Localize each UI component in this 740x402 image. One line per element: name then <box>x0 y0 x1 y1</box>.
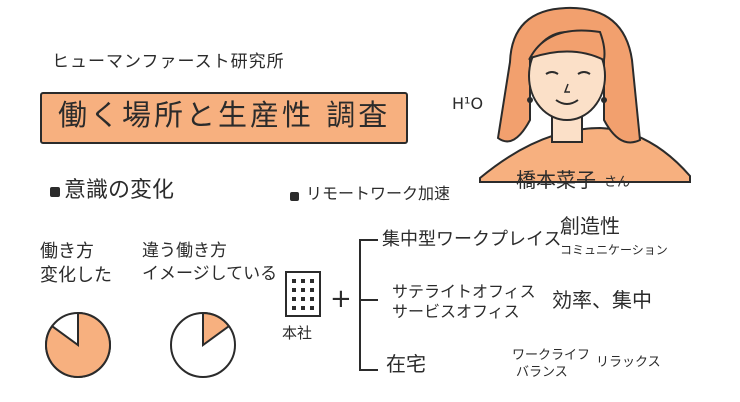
awareness-item-2-line2: イメージしている <box>142 263 278 284</box>
branch-bracket <box>359 239 378 371</box>
pie-changed <box>45 311 111 378</box>
org-name: ヒューマンファースト研究所 <box>52 52 285 72</box>
awareness-bullet <box>50 187 60 197</box>
awareness-item-2-line1: 違う働き方 <box>142 241 227 261</box>
branch-1-effect-line1: 創造性 <box>560 214 620 238</box>
branch-1-effect-line2: コミュニケーション <box>560 243 668 257</box>
hq-windows <box>292 279 314 310</box>
presenter-logo: H¹O <box>452 94 484 113</box>
hair-shape <box>496 6 642 144</box>
branch-2-effect: 効率、集中 <box>552 288 652 312</box>
awareness-item-1-line1: 働き方 <box>40 241 94 262</box>
pie-slice-2 <box>202 311 231 347</box>
branch-2-label-line1: サテライトオフィス <box>392 282 536 301</box>
awareness-heading: 意識の変化 <box>64 178 175 203</box>
presenter-name: 橋本菜子 <box>516 168 596 192</box>
branch-3-label: 在宅 <box>386 352 426 376</box>
awareness-item-2-label: 違う働き方 イメージしている <box>142 240 277 286</box>
hq-building-icon <box>285 271 321 317</box>
pie-imagining <box>170 311 236 378</box>
branch-2-label-line2: サービスオフィス <box>392 302 520 321</box>
title-banner <box>40 92 408 144</box>
plus-sign: + <box>330 284 352 314</box>
branch-3-effect-extra: リラックス <box>596 355 661 370</box>
branch-3-effect-line2: バランス <box>516 365 568 380</box>
remote-bullet <box>290 192 299 201</box>
awareness-item-1-line2: 変化した <box>40 265 112 287</box>
presenter-honorific: さん <box>604 175 631 190</box>
pie-slice-1 <box>45 311 111 378</box>
fringe-shape <box>527 29 606 62</box>
remote-heading: リモートワーク加速 <box>306 184 451 203</box>
hq-label: 本社 <box>282 324 313 342</box>
branch-3-effect-line1: ワークライフ <box>512 348 591 363</box>
page-title: 働く場所と生産性 調査 <box>58 98 391 132</box>
awareness-item-1-label: 働き方 変化した <box>40 240 112 289</box>
branch-1-label: 集中型ワークプレイス <box>382 229 562 250</box>
